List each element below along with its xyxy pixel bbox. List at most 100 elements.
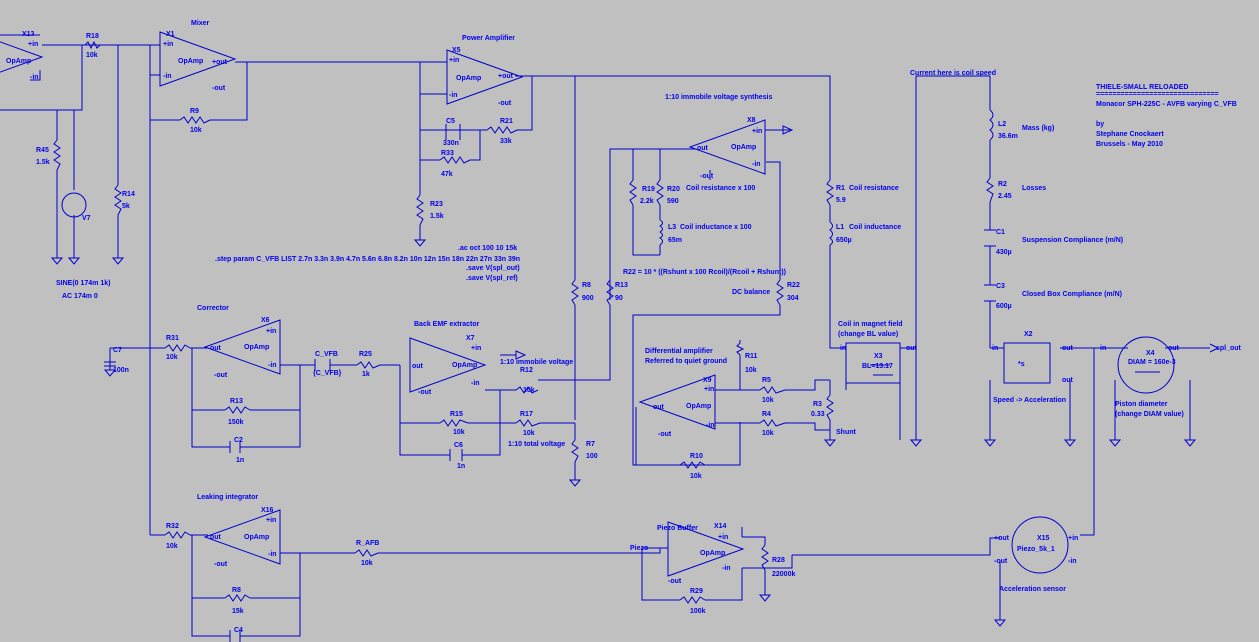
r29-name: R29 xyxy=(690,588,703,595)
speed-accel-label: Speed -> Acceleration xyxy=(993,397,1066,404)
r8b-value: 15k xyxy=(232,608,244,615)
x3-label: X3 xyxy=(874,353,883,360)
sine-label: SINE(0 174m 1k) xyxy=(56,280,110,287)
r5-value: 10k xyxy=(762,397,774,404)
x1-label: X1 xyxy=(166,31,175,38)
x16-pin-in: +in xyxy=(266,517,276,524)
blocks xyxy=(61,192,1175,574)
rafb-name: R_AFB xyxy=(356,540,379,547)
r4-name: R4 xyxy=(762,411,771,418)
x6-pin-nout: -out xyxy=(214,372,228,379)
r21-name: R21 xyxy=(500,118,513,125)
r13-value: 90 xyxy=(615,295,623,302)
mass-label: Mass (kg) xyxy=(1022,125,1054,132)
r4-value: 10k xyxy=(762,430,774,437)
r25-name: R25 xyxy=(359,351,372,358)
ac-directive: .ac oct 100 10 15k xyxy=(458,245,517,252)
r14-value: 5k xyxy=(122,203,130,210)
x7-type: OpAmp xyxy=(452,362,477,369)
shunt-label: Shunt xyxy=(836,429,856,436)
r21-value: 33k xyxy=(500,138,512,145)
x14-type: OpAmp xyxy=(700,550,725,557)
x2-s: *s xyxy=(1018,361,1025,368)
x8-pin-out: out xyxy=(697,145,709,152)
coil-ind100-label: Coil inductance x 100 xyxy=(680,224,752,231)
r28-name: R28 xyxy=(772,557,785,564)
x9-type: OpAmp xyxy=(686,403,711,410)
corrector-label: Corrector xyxy=(197,305,229,312)
x15-pin-out: +out xyxy=(994,535,1010,542)
x14-pin-in: +in xyxy=(718,534,728,541)
x5-label: X5 xyxy=(452,47,461,54)
l1-name: L1 xyxy=(836,224,844,231)
immobile-synth-label: 1:10 immobile voltage synthesis xyxy=(665,94,772,101)
r10-value: 10k xyxy=(690,473,702,480)
x5-pin-nin: -in xyxy=(449,92,458,99)
x15-pin-nout: -out xyxy=(994,558,1008,565)
x14-pin-nout: -out xyxy=(668,578,682,585)
cvfb-value: {C_VFB} xyxy=(313,370,342,377)
r14-name: R14 xyxy=(122,191,135,198)
x13-type: OpAmp xyxy=(6,58,31,65)
r9-value: 10k xyxy=(190,127,202,134)
x8-pin-in: +in xyxy=(752,128,762,135)
x6-label: X6 xyxy=(261,317,270,324)
x2-pin-out: out xyxy=(1062,345,1074,352)
x4-label: X4 xyxy=(1146,350,1155,357)
x5-pin-in: +in xyxy=(449,57,459,64)
step-directive: .step param C_VFB LIST 2.7n 3.3n 3.9n 4.… xyxy=(215,256,520,263)
x2-pin-out2: out xyxy=(1062,377,1074,384)
r5-name: R5 xyxy=(762,377,771,384)
x7-pin-nin: -in xyxy=(471,380,480,387)
l3-name: L3 xyxy=(668,224,676,231)
c4-name: C4 xyxy=(234,627,243,634)
piezo-net-label: Piezo xyxy=(630,545,648,552)
x6-type: OpAmp xyxy=(244,344,269,351)
x1-pin-out: +out xyxy=(212,59,228,66)
r3-value: 0.33 xyxy=(811,411,825,418)
dc-balance-label: DC balance xyxy=(732,289,770,296)
title-line6: Brussels - May 2010 xyxy=(1096,141,1163,148)
piezo-buffer-label: Piezo Buffer xyxy=(657,525,698,532)
leaking-int-label: Leaking integrator xyxy=(197,494,258,501)
x14-label: X14 xyxy=(714,523,727,530)
r1-name: R1 xyxy=(836,185,845,192)
r31-value: 10k xyxy=(166,354,178,361)
x13-pin-in: +in xyxy=(28,41,38,48)
x7-pin-nout: -out xyxy=(418,389,432,396)
coil-res-label: Coil resistance xyxy=(849,185,899,192)
x3-pin-out: out xyxy=(906,345,918,352)
r11-name: R11 xyxy=(745,353,758,360)
coil-res100-label: Coil resistance x 100 xyxy=(686,185,755,192)
r12-value: 10k xyxy=(523,387,535,394)
r13-name: R13 xyxy=(615,282,628,289)
diff-amp-sub-label: Referred to quiet ground xyxy=(645,358,727,365)
coil-ind-label: Coil inductance xyxy=(849,224,901,231)
c5-name: C5 xyxy=(446,118,455,125)
title-line5: Stephane Cnockaert xyxy=(1096,131,1164,138)
resistors xyxy=(53,40,994,604)
r15-name: R15 xyxy=(450,411,463,418)
losses-label: Losses xyxy=(1022,185,1046,192)
title-line2: ============================== xyxy=(1096,91,1219,98)
susp-label: Suspension Compliance (m/N) xyxy=(1022,237,1123,244)
x1-pin-nin: -in xyxy=(163,73,172,80)
x6-pin-in: +in xyxy=(266,328,276,335)
r11-value: 10k xyxy=(745,367,757,374)
r22-name: R22 xyxy=(787,282,800,289)
r19-value: 2.2k xyxy=(640,198,654,205)
x8-pin-nout: -out xyxy=(700,173,714,180)
r2-value: 2.45 xyxy=(998,193,1012,200)
l1-value: 650µ xyxy=(836,237,852,244)
r9-name: R9 xyxy=(190,108,199,115)
x3-pin-in: in xyxy=(840,345,846,352)
coil-field-sub-label: (change BL value) xyxy=(838,331,898,338)
accel-sensor-label: Acceleration sensor xyxy=(999,586,1066,593)
c1-value: 430µ xyxy=(996,249,1012,256)
l3-value: 65m xyxy=(668,237,682,244)
r32-name: R32 xyxy=(166,523,179,530)
mixer-label: Mixer xyxy=(191,20,210,27)
x5-type: OpAmp xyxy=(456,75,481,82)
x16-label: X16 xyxy=(261,507,274,514)
x7-pin-in: +in xyxy=(471,345,481,352)
